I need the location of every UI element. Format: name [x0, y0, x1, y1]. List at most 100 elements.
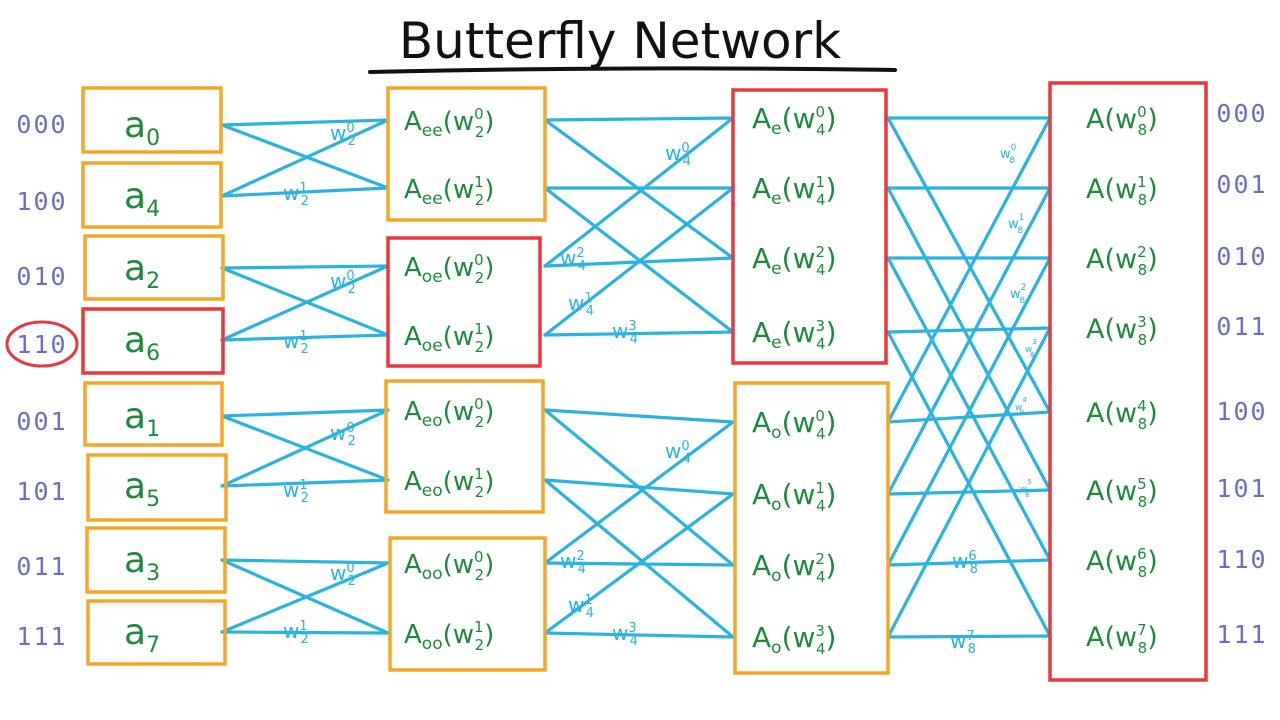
input-box-2: [83, 234, 225, 301]
butterfly-wire-31: [543, 492, 735, 635]
title-underline: [368, 66, 897, 74]
binary-right-6: 110: [1216, 545, 1267, 574]
binary-right-2: 010: [1216, 242, 1267, 271]
input-label-0: a0: [124, 105, 160, 151]
input-box-5: [86, 453, 228, 522]
butterfly-wire-15: [220, 630, 390, 635]
stage1-box-0: [386, 86, 547, 222]
binary-right-0: 000: [1216, 99, 1267, 128]
input-box-7: [86, 599, 227, 666]
input-label-2: a2: [124, 248, 160, 294]
butterfly-wire-38: [886, 326, 1052, 334]
butterfly-wire-42: [886, 488, 1052, 496]
butterfly-wire-2: [220, 118, 390, 198]
butterfly-wire-12: [220, 558, 390, 565]
highlight-ellipse: [5, 320, 79, 368]
butterfly-wire-6: [220, 264, 390, 342]
butterfly-wire-43: [886, 186, 1052, 496]
binary-left-6: 011: [16, 552, 67, 581]
binary-indices: 000 100 010 110 001 101 011 111 000 001 010 011 100 1…: [16, 99, 1267, 651]
butterfly-wire-3: [220, 186, 390, 198]
input-box-0: [81, 86, 223, 154]
butterfly-wire-21: [543, 116, 735, 268]
input-label-6: a3: [124, 540, 160, 586]
binary-right-1: 001: [1216, 170, 1267, 199]
butterfly-wire-22: [543, 330, 735, 337]
binary-right-3: 011: [1216, 312, 1267, 341]
binary-left-4: 001: [16, 407, 67, 436]
binary-left-0: 000: [16, 110, 67, 139]
binary-right-7: 111: [1216, 620, 1267, 649]
butterfly-wire-30: [543, 631, 735, 639]
binary-right-4: 100: [1216, 397, 1267, 426]
binary-left-2: 010: [16, 262, 67, 291]
input-label-3: a6: [124, 320, 160, 366]
input-box-1: [81, 161, 223, 229]
input-label-5: a5: [124, 466, 160, 512]
butterfly-wire-14: [220, 561, 390, 634]
butterfly-wire-8: [220, 408, 390, 418]
binary-left-1: 100: [16, 187, 67, 216]
butterfly-wire-29: [543, 420, 735, 565]
butterfly-wire-24: [543, 408, 735, 424]
butterfly-wire-7: [220, 333, 390, 342]
binary-right-5: 101: [1216, 474, 1267, 503]
output-box: [1048, 81, 1208, 682]
input-label-4: a1: [124, 396, 160, 442]
butterfly-wire-45: [886, 256, 1052, 567]
stage2-box-even: [731, 88, 888, 365]
butterfly-wire-26: [543, 478, 735, 496]
input-box-3: [81, 307, 225, 375]
butterfly-wire-11: [220, 478, 390, 488]
diagram-title-group: Butterfly Network: [368, 12, 897, 74]
butterfly-wire-46: [886, 634, 1052, 639]
binary-left-5: 101: [16, 477, 67, 506]
butterfly-wire-10: [220, 408, 390, 488]
butterfly-wire-0: [220, 118, 390, 127]
stage1-box-3: [388, 536, 547, 672]
input-box-6: [85, 526, 227, 594]
stage1-box-2: [384, 379, 545, 514]
butterfly-wire-4: [220, 264, 390, 270]
binary-left-7: 111: [16, 622, 67, 651]
